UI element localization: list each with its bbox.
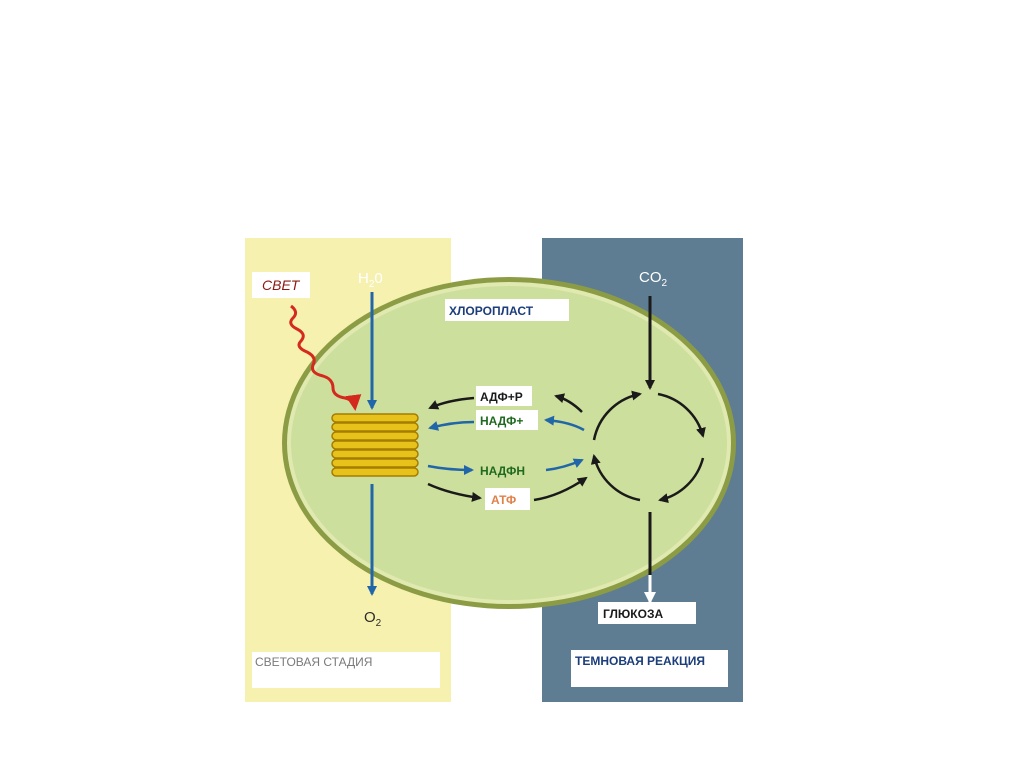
co2-label: CO2 <box>639 269 668 289</box>
stack-to-nadph-arrow <box>427 464 474 475</box>
nadph-label-box <box>476 459 544 481</box>
atp-label: АТФ <box>491 493 516 507</box>
nadp-label-box <box>476 410 538 430</box>
light-stage-label: СВЕТОВАЯ СТАДИЯ <box>255 655 372 669</box>
glucose-label: ГЛЮКОЗА <box>603 607 663 621</box>
chloroplast-label-box <box>445 299 569 321</box>
nadp-return-arrow <box>544 415 585 432</box>
calvin-cycle <box>590 390 706 504</box>
thylakoid-stack <box>331 413 419 477</box>
light-stage-label-box <box>252 652 440 688</box>
water-label: H20 <box>358 270 383 290</box>
glucose-label-box <box>598 602 696 624</box>
atp-label-box <box>485 488 530 510</box>
nadp-to-stack-arrow <box>428 420 475 431</box>
light-label: СВЕТ <box>262 277 301 293</box>
adp-to-stack-arrow <box>428 396 475 410</box>
light-label-box <box>252 272 310 298</box>
nadph-label: НАДФН <box>480 464 525 478</box>
nadp-label: НАДФ+ <box>480 414 523 428</box>
dark-reaction-label: ТЕМНОВАЯ РЕАКЦИЯ <box>575 654 705 668</box>
stack-to-atp-arrow <box>427 482 482 502</box>
chloroplast-label: ХЛОРОПЛАСТ <box>449 304 534 318</box>
oxygen-label: O2 <box>364 609 382 629</box>
dark-reaction-label-box <box>571 650 728 687</box>
chloroplast-stroma <box>291 286 727 600</box>
nadph-to-cycle-arrow <box>545 458 584 472</box>
adp-label: АДФ+Р <box>480 390 523 404</box>
light-ray-arrow <box>289 304 362 411</box>
adp-return-arrow <box>554 393 583 413</box>
atp-to-cycle-arrow <box>533 476 588 502</box>
adp-label-box <box>476 386 532 406</box>
